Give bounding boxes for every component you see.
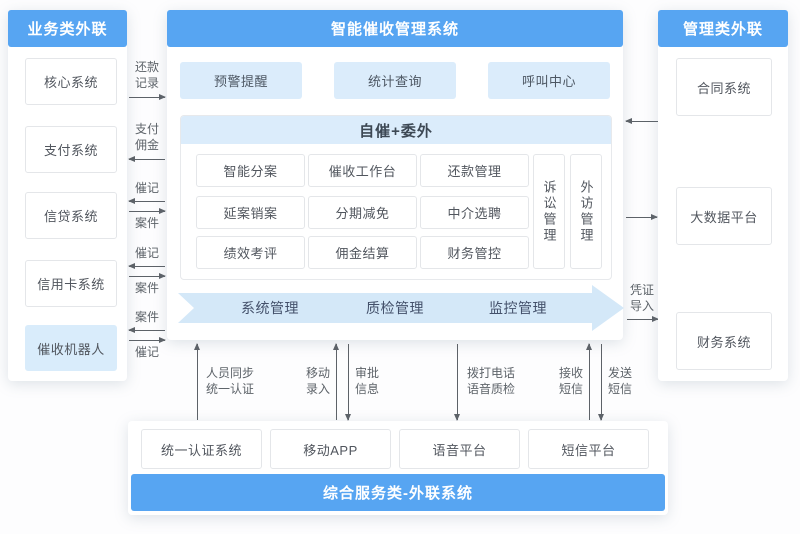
connector-credit-card-system: 催记 案件 [127,246,167,297]
arrow-up-icon [333,343,339,420]
connector-label: 案件 [134,280,159,295]
bottom-panel-title: 综合服务类-外联系统 [131,474,665,511]
connector-sms-platform: 接收短信 发送短信 [558,343,633,421]
connector-label: 发送短信 [607,366,632,396]
node-litigation-management: 诉讼管理 [533,154,565,269]
connector-label: 案件 [134,215,159,230]
node-installment-reduction: 分期减免 [308,196,417,229]
node-mobile-app: 移动APP [270,429,391,469]
flow-label-system-management: 系统管理 [241,300,299,316]
node-warning-reminder: 预警提醒 [180,62,302,99]
node-statistics-query: 统计查询 [334,62,456,99]
connector-label: 移动录入 [305,366,330,396]
connector-label: 催记 [134,181,159,195]
node-unified-auth-system: 统一认证系统 [141,429,262,469]
arrow-down-icon [598,344,604,421]
node-performance-evaluation: 绩效考评 [196,236,305,269]
right-panel-management-external: 管理类外联 合同系统 大数据平台 财务系统 [658,10,788,381]
arrow-left-icon [128,197,165,204]
node-repayment-management: 还款管理 [420,154,529,187]
node-payment-system: 支付系统 [25,126,117,173]
arrow-left-icon [128,326,165,333]
connector-core-system: 还款记录 [127,60,167,100]
node-commission-settlement: 佣金结算 [308,236,417,269]
connector-payment-system: 支付佣金 [127,122,167,162]
connector-voucher-import: 凭证导入 [625,283,659,322]
arrow-right-icon [129,207,166,214]
arrow-left-icon [128,262,165,269]
flow-label-monitoring-management: 监控管理 [489,300,547,316]
arrow-down-icon [454,344,460,421]
arrow-left-icon [128,155,165,162]
connector-label: 催记 [134,246,159,260]
node-credit-system: 信贷系统 [25,192,117,239]
left-panel-business-external: 业务类外联 核心系统 支付系统 信贷系统 信用卡系统 催收机器人 [8,10,127,381]
core-section-self-and-outsource: 自催+委外 智能分案 催收工作台 还款管理 延案销案 分期减免 中介选聘 绩效考… [180,115,612,280]
connector-label: 审批信息 [354,366,379,396]
connector-label: 案件 [134,310,159,324]
connector-label: 拨打电话语音质检 [466,366,515,396]
arrow-right-icon [129,272,166,279]
arrow-down-icon [345,344,351,421]
connector-label: 支付佣金 [134,122,159,152]
center-panel-collection-system: 智能催收管理系统 预警提醒 统计查询 呼叫中心 自催+委外 智能分案 催收工作台… [167,10,624,340]
node-credit-card-system: 信用卡系统 [25,260,117,307]
node-contract-system: 合同系统 [676,58,772,116]
node-collection-robot: 催收机器人 [25,325,117,371]
connector-unified-auth: 人员同步统一认证 [194,343,255,420]
arrow-up-icon [194,343,200,420]
connector-mobile-app: 移动录入 审批信息 [305,343,380,421]
connector-label: 人员同步统一认证 [205,366,254,396]
node-case-postpone-cancel: 延案销案 [196,196,305,229]
arrow-right-icon [626,315,659,322]
node-big-data-platform: 大数据平台 [676,187,772,245]
node-collection-workbench: 催收工作台 [308,154,417,187]
connector-label: 还款记录 [134,60,159,90]
connector-label: 催记 [134,344,159,359]
flow-label-quality-management: 质检管理 [366,300,424,316]
core-section-title: 自催+委外 [181,116,611,144]
connector-voice-platform: 拨打电话语音质检 [454,344,517,421]
node-sms-platform: 短信平台 [528,429,649,469]
center-panel-title: 智能催收管理系统 [167,10,623,47]
connector-label: 凭证导入 [629,283,654,313]
node-core-system: 核心系统 [25,58,117,105]
arrow-right-icon [626,214,658,220]
node-call-center: 呼叫中心 [488,62,610,99]
connector-credit-system: 催记 案件 [127,181,167,232]
management-flow-arrow: 系统管理 质检管理 监控管理 [178,285,624,331]
node-financial-control: 财务管控 [420,236,529,269]
node-voice-platform: 语音平台 [399,429,520,469]
connector-label: 接收短信 [558,366,583,396]
connector-collection-robot: 案件 催记 [127,310,167,361]
node-smart-case-assignment: 智能分案 [196,154,305,187]
node-outreach-management: 外访管理 [570,154,602,269]
bottom-panel-integrated-services: 统一认证系统 移动APP 语音平台 短信平台 综合服务类-外联系统 [128,421,668,515]
right-panel-title: 管理类外联 [658,10,788,47]
arrow-right-icon [129,93,166,100]
left-panel-title: 业务类外联 [8,10,127,47]
arrow-left-icon [625,118,658,124]
node-agency-selection: 中介选聘 [420,196,529,229]
arrow-right-icon [129,336,166,343]
node-finance-system: 财务系统 [676,312,772,370]
arrow-up-icon [586,343,592,420]
